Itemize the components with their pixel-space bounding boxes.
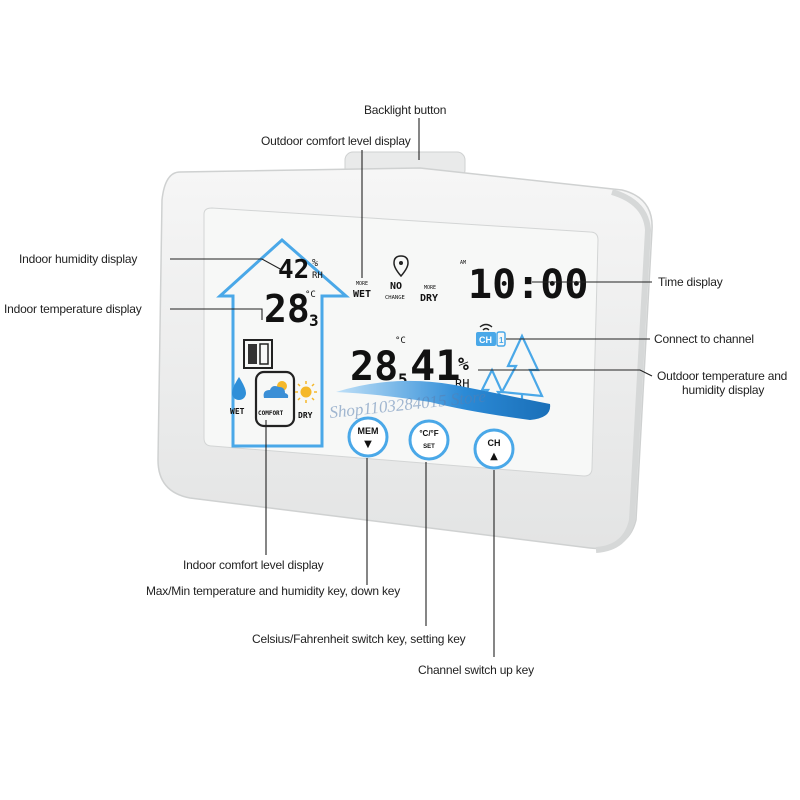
signal-icon bbox=[479, 323, 493, 331]
ch-button[interactable] bbox=[473, 428, 515, 470]
sun-icon bbox=[295, 381, 317, 403]
channel-number: 1 bbox=[499, 336, 504, 345]
house-outline bbox=[216, 237, 350, 448]
indoor-wet-label: WET bbox=[230, 407, 245, 416]
callout-indoor-temperature: Indoor temperature display bbox=[4, 302, 142, 316]
indoor-temp-value: 28 bbox=[264, 287, 310, 331]
indoor-temp-decimal: 3 bbox=[309, 311, 319, 330]
more-dry-bottom: DRY bbox=[420, 293, 438, 304]
ch-button-label: CH bbox=[488, 438, 501, 448]
callout-indoor-humidity: Indoor humidity display bbox=[19, 252, 138, 266]
no-change-top: NO bbox=[390, 281, 402, 292]
location-pin-icon bbox=[393, 255, 409, 278]
outdoor-temp-unit: °C bbox=[395, 336, 406, 346]
callout-channel: Connect to channel bbox=[654, 332, 754, 346]
more-wet-top: MORE bbox=[356, 281, 368, 287]
door-icon bbox=[243, 339, 273, 369]
more-dry-top: MORE bbox=[424, 285, 436, 291]
comfort-label: COMFORT bbox=[258, 410, 284, 417]
more-wet-bottom: WET bbox=[353, 289, 371, 300]
callout-ch-key: Channel switch up key bbox=[418, 663, 534, 677]
am-indicator: AM bbox=[460, 260, 466, 266]
indoor-humidity-pct: % bbox=[312, 258, 318, 269]
cf-set-button[interactable] bbox=[408, 419, 450, 461]
set-button-label: SET bbox=[423, 444, 435, 450]
callout-outdoor-temp-2: humidity display bbox=[682, 383, 765, 397]
callout-backlight: Backlight button bbox=[364, 103, 447, 117]
mem-arrow-icon: ▼ bbox=[364, 439, 372, 450]
callout-indoor-comfort: Indoor comfort level display bbox=[183, 558, 324, 572]
no-change-bottom: CHANGE bbox=[385, 295, 405, 301]
water-drop-icon bbox=[232, 377, 246, 400]
ch-arrow-icon: ▲ bbox=[490, 451, 498, 462]
cf-button-label: °C/°F bbox=[419, 429, 438, 438]
callout-time: Time display bbox=[658, 275, 723, 289]
cloud-sun-icon bbox=[263, 381, 289, 398]
channel-badge bbox=[476, 331, 506, 347]
mem-button[interactable] bbox=[347, 416, 389, 458]
callout-outdoor-temp-1: Outdoor temperature and bbox=[657, 369, 788, 383]
callout-cf-key: Celsius/Fahrenheit switch key, setting k… bbox=[252, 632, 466, 646]
indoor-humidity-rh: RH bbox=[312, 271, 323, 281]
callout-outdoor-comfort: Outdoor comfort level display bbox=[261, 134, 411, 148]
indoor-temp-unit: °C bbox=[305, 290, 316, 300]
outdoor-humidity-pct: % bbox=[458, 354, 469, 375]
comfort-box bbox=[254, 370, 296, 428]
mem-button-label: MEM bbox=[358, 426, 379, 436]
indoor-humidity-value: 42 bbox=[278, 255, 309, 285]
wave-decoration bbox=[336, 380, 551, 420]
time-value: 10:00 bbox=[468, 262, 588, 308]
channel-label: CH bbox=[479, 335, 492, 345]
callout-lines bbox=[170, 118, 653, 657]
outdoor-temp-decimal: 5 bbox=[398, 370, 408, 389]
indoor-dry-label: DRY bbox=[298, 411, 313, 420]
callout-mem-key: Max/Min temperature and humidity key, do… bbox=[146, 584, 401, 598]
